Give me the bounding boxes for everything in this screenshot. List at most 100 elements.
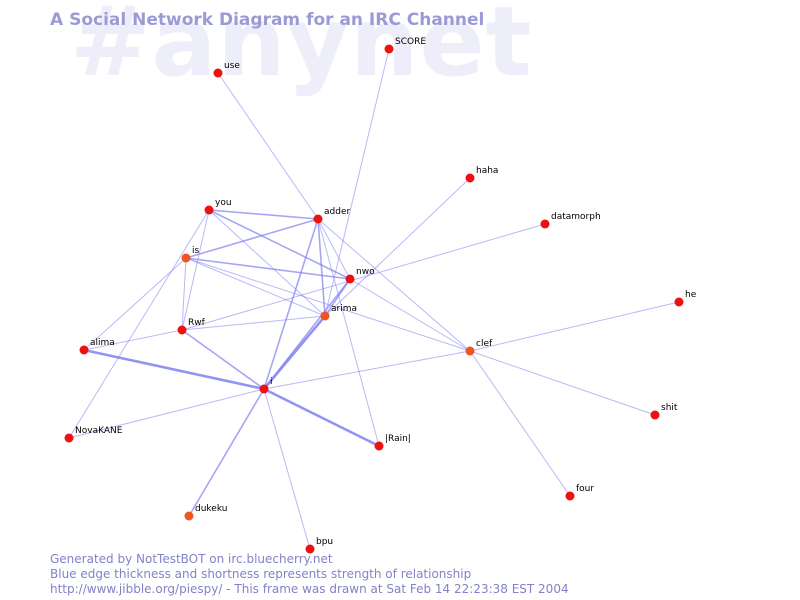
node-dot <box>204 205 214 215</box>
node-label: dukeku <box>195 504 227 514</box>
node-he: he <box>674 290 697 307</box>
node-nwo: nwo <box>345 267 375 284</box>
edge-clef-four <box>469 350 571 497</box>
node-dot <box>79 345 89 355</box>
node-haha: haha <box>465 166 498 183</box>
edge-is-adder <box>185 218 319 259</box>
node-dot <box>259 384 269 394</box>
footer: Generated by NotTestBOT on irc.bluecherr… <box>50 552 569 597</box>
node-dot <box>650 410 660 420</box>
node-dot <box>674 297 684 307</box>
node-bpu: bpu <box>305 537 333 554</box>
node-dot <box>64 433 74 443</box>
node-dot <box>345 274 355 284</box>
node-label: bpu <box>316 537 333 547</box>
node-adder: adder <box>313 207 350 224</box>
node-i: i <box>259 377 273 394</box>
footer-legend-note: Blue edge thickness and shortness repres… <box>50 567 472 581</box>
node-label: nwo <box>356 267 375 277</box>
edge-adder-arima <box>317 218 326 317</box>
edge-rwf-i <box>181 329 265 390</box>
node-dot <box>305 544 315 554</box>
footer-generated-by: Generated by NotTestBOT on irc.bluecherr… <box>50 552 333 566</box>
node-datamorph: datamorph <box>540 212 601 229</box>
edge-you-adder <box>208 209 319 220</box>
node-dot <box>313 214 323 224</box>
edge-use-adder <box>217 72 319 220</box>
edge-is-alima <box>83 257 187 351</box>
node-you: you <box>204 198 232 215</box>
footer-source-line: http://www.jibble.org/piespy/ - This fra… <box>50 582 569 596</box>
edge-adder-rain <box>317 218 380 447</box>
node-label: haha <box>476 166 498 176</box>
node-label: NovaKANE <box>75 426 123 436</box>
node-four: four <box>565 484 594 501</box>
node-label: alima <box>90 338 115 348</box>
node-label: adder <box>324 207 350 217</box>
node-dot <box>374 441 384 451</box>
edge-i-rain <box>263 387 380 448</box>
node-dot <box>565 491 575 501</box>
edge-arima-rwf <box>181 315 326 331</box>
node-layer: SCORE use haha you adder datamorph is nwo he arim… <box>64 37 697 554</box>
node-dot <box>184 511 194 521</box>
node-label: SCORE <box>395 37 426 47</box>
edge-you-arima <box>208 209 326 317</box>
node-label: shit <box>661 403 678 413</box>
edge-is-arima <box>185 257 326 317</box>
edge-i-dukeku <box>188 388 265 517</box>
edge-adder-i <box>263 218 319 390</box>
node-label: |Rain| <box>385 434 411 444</box>
node-label: clef <box>476 339 493 349</box>
node-dot <box>465 173 475 183</box>
node-label: use <box>224 61 240 71</box>
diagram-title: A Social Network Diagram for an IRC Chan… <box>50 10 485 30</box>
node-novakane: NovaKANE <box>64 426 123 443</box>
edge-clef-adder <box>317 218 471 352</box>
node-rain: |Rain| <box>374 434 411 451</box>
edge-arima-i <box>263 315 326 390</box>
node-dot <box>177 325 187 335</box>
edge-clef-i <box>263 350 471 390</box>
edge-you-novakane <box>68 209 210 439</box>
edge-rwf-alima <box>83 329 183 351</box>
edge-clef-nwo <box>349 278 471 352</box>
node-clef: clef <box>465 339 493 356</box>
channel-watermark: #anynet <box>70 0 533 98</box>
edge-you-rwf <box>181 209 210 331</box>
node-dot <box>540 219 550 229</box>
node-label: is <box>192 246 200 256</box>
node-label: you <box>215 198 232 208</box>
node-shit: shit <box>650 403 678 420</box>
edge-adder-nwo <box>317 218 351 280</box>
edge-he-clef <box>469 301 680 352</box>
edge-alima-i <box>83 348 265 391</box>
edge-layer <box>68 48 680 550</box>
node-label: arima <box>331 304 357 314</box>
node-dukeku: dukeku <box>184 504 227 521</box>
node-label: four <box>576 484 594 494</box>
node-is: is <box>181 246 200 263</box>
node-rwf: Rwf <box>177 318 206 335</box>
edge-haha-arima <box>324 177 471 317</box>
node-dot <box>320 311 330 321</box>
node-label: datamorph <box>551 212 601 222</box>
node-score: SCORE <box>384 37 426 54</box>
node-use: use <box>213 61 240 78</box>
edge-is-rwf <box>181 257 187 331</box>
node-label: Rwf <box>188 318 206 328</box>
node-dot <box>181 253 191 263</box>
edge-clef-is <box>185 257 471 352</box>
edge-datamorph-rwf <box>181 223 546 331</box>
edge-you-nwo <box>208 209 351 280</box>
node-dot <box>213 68 223 78</box>
node-alima: alima <box>79 338 115 355</box>
edge-clef-shit <box>469 350 656 416</box>
node-arima: arima <box>320 304 357 321</box>
node-dot <box>465 346 475 356</box>
node-label: he <box>685 290 697 300</box>
node-dot <box>384 44 394 54</box>
node-label: i <box>270 377 273 387</box>
